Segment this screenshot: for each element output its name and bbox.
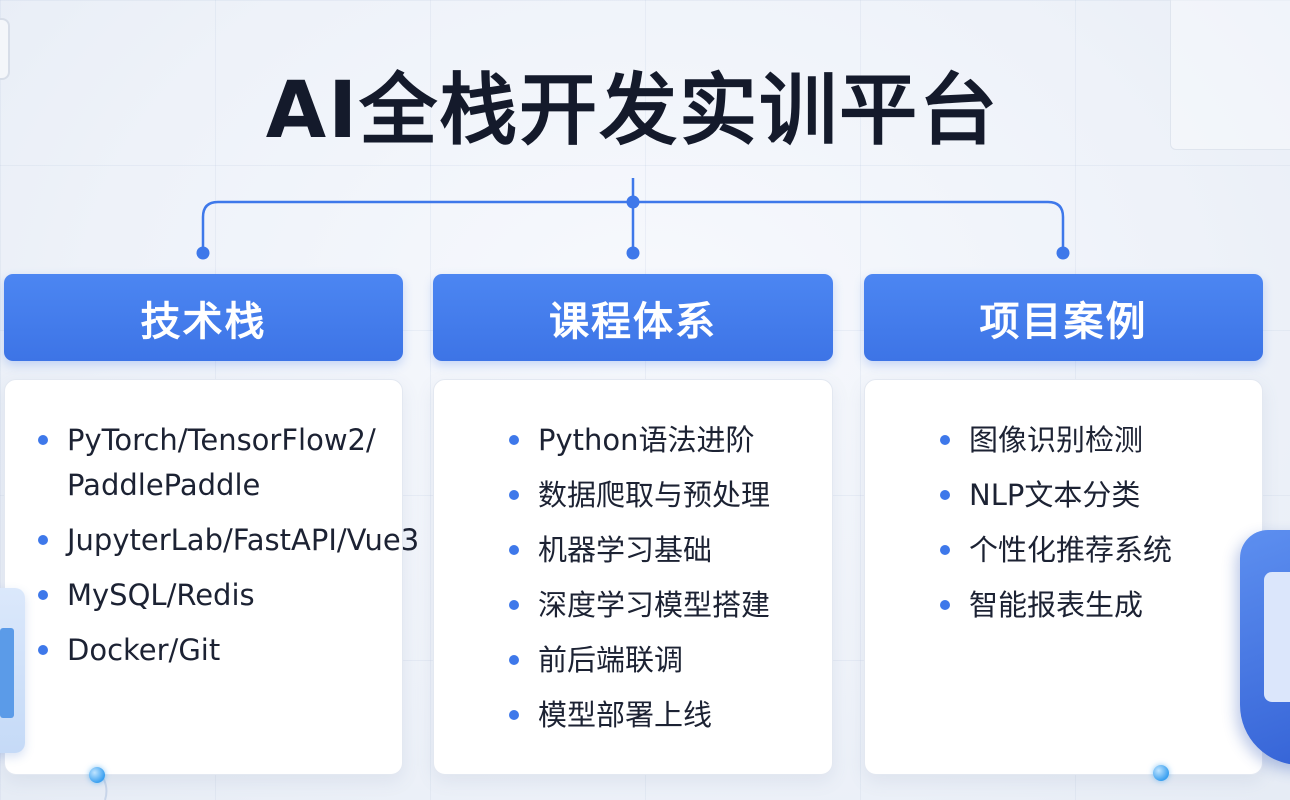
decorative-database-icon <box>0 588 25 753</box>
list-item: 深度学习模型搭建 <box>506 583 826 628</box>
connector-node-middle <box>626 246 640 260</box>
list-item: 个性化推荐系统 <box>937 528 1257 573</box>
tech-stack-list: PyTorch/TensorFlow2/ PaddlePaddle Jupyte… <box>35 418 419 683</box>
list-item: JupyterLab/FastAPI/Vue3 <box>35 518 419 563</box>
bullet-icon <box>509 435 519 445</box>
list-item: 机器学习基础 <box>506 528 826 573</box>
decorative-frame-left <box>0 18 10 80</box>
bullet-icon <box>509 710 519 720</box>
glow-orb-right <box>1153 765 1169 781</box>
column-header-tech-stack: 技术栈 <box>4 274 403 361</box>
list-item: Docker/Git <box>35 628 395 673</box>
column-header-curriculum: 课程体系 <box>433 274 833 361</box>
connector-node-right <box>1056 246 1070 260</box>
decorative-shield-icon <box>1240 530 1290 765</box>
list-item: 前后端联调 <box>506 638 826 683</box>
page-title: AI全栈开发实训平台 <box>265 66 1000 156</box>
column-header-project-cases: 项目案例 <box>864 274 1263 361</box>
decorative-frame-right <box>1170 0 1290 150</box>
curriculum-list: Python语法进阶 数据爬取与预处理 机器学习基础 深度学习模型搭建 前后端联… <box>506 418 826 748</box>
list-item: 智能报表生成 <box>937 583 1257 628</box>
bullet-icon <box>940 545 950 555</box>
bullet-icon <box>509 545 519 555</box>
connector-node-left <box>196 246 210 260</box>
project-cases-list: 图像识别检测 NLP文本分类 个性化推荐系统 智能报表生成 <box>937 418 1257 638</box>
bullet-icon <box>38 435 48 445</box>
list-item: MySQL/Redis <box>35 573 395 618</box>
bullet-icon <box>38 645 48 655</box>
bullet-icon <box>509 600 519 610</box>
connector-branch-left <box>201 200 633 253</box>
column-card-project-cases: 图像识别检测 NLP文本分类 个性化推荐系统 智能报表生成 <box>864 379 1263 775</box>
bullet-icon <box>940 435 950 445</box>
column-card-tech-stack: PyTorch/TensorFlow2/ PaddlePaddle Jupyte… <box>4 379 419 775</box>
bullet-icon <box>940 600 950 610</box>
bullet-icon <box>38 590 48 600</box>
bullet-icon <box>38 535 48 545</box>
connector-branch-right <box>633 200 1065 253</box>
connector-node-center <box>626 195 640 209</box>
list-item: 模型部署上线 <box>506 693 826 738</box>
list-item: 图像识别检测 <box>937 418 1257 463</box>
list-item: PyTorch/TensorFlow2/ PaddlePaddle <box>35 418 395 508</box>
list-item: Python语法进阶 <box>506 418 826 463</box>
list-item: NLP文本分类 <box>937 473 1257 518</box>
column-card-curriculum: Python语法进阶 数据爬取与预处理 机器学习基础 深度学习模型搭建 前后端联… <box>433 379 833 775</box>
list-item: 数据爬取与预处理 <box>506 473 826 518</box>
bullet-icon <box>940 490 950 500</box>
bullet-icon <box>509 490 519 500</box>
bullet-icon <box>509 655 519 665</box>
glow-orb-left <box>89 767 105 783</box>
